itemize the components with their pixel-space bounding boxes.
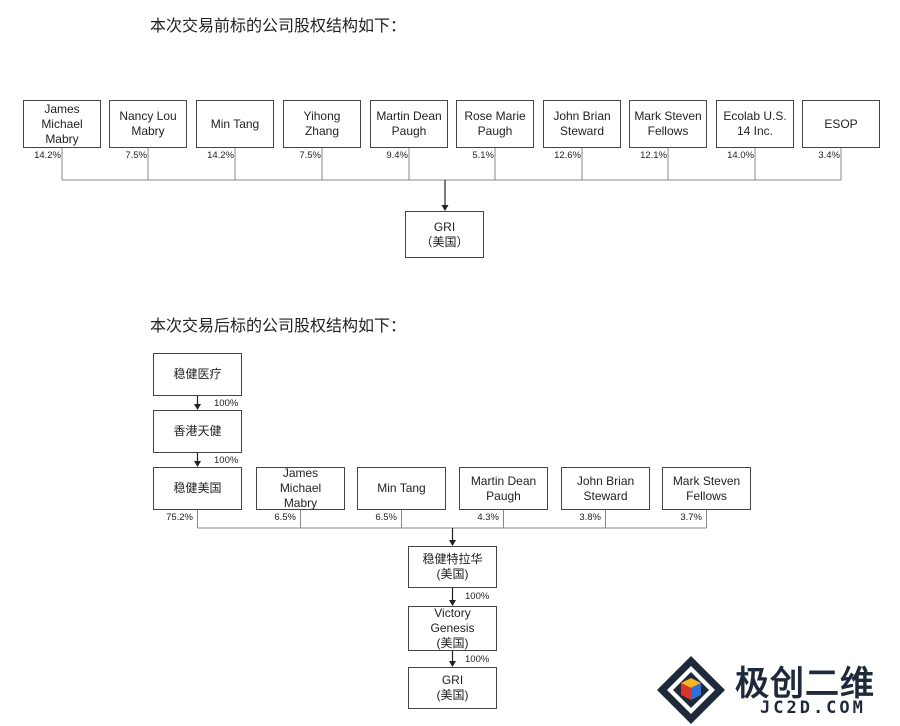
shareholder-box: 稳健美国 xyxy=(153,467,242,510)
shareholder-box: Nancy Lou Mabry xyxy=(109,100,187,148)
shareholder-box: Martin Dean Paugh xyxy=(459,467,548,510)
shareholding-pct: 7.5% xyxy=(125,150,147,161)
subsidiary-box: Victory Genesis (美国) xyxy=(408,606,497,651)
ownership-pct: 100% xyxy=(465,654,490,665)
shareholder-box: John Brian Steward xyxy=(543,100,621,148)
shareholding-pct: 75.2% xyxy=(166,512,193,523)
ownership-pct: 100% xyxy=(465,591,490,602)
arrow-head-icon xyxy=(449,540,456,546)
after-heading: 本次交易后标的公司股权结构如下： xyxy=(150,316,407,335)
shareholding-pct: 3.8% xyxy=(579,512,601,523)
before-heading: 本次交易前标的公司股权结构如下： xyxy=(150,16,407,35)
shareholder-box: Mark Steven Fellows xyxy=(629,100,707,148)
arrow-head-icon xyxy=(449,661,456,667)
shareholding-pct: 6.5% xyxy=(375,512,397,523)
shareholder-box: James Michael Mabry xyxy=(23,100,101,148)
shareholder-box: Min Tang xyxy=(196,100,274,148)
shareholding-pct: 7.5% xyxy=(299,150,321,161)
before-target-company: GRI （美国） xyxy=(405,211,484,258)
shareholding-pct: 6.5% xyxy=(274,512,296,523)
parent-company-box: 香港天健 xyxy=(153,410,242,453)
shareholder-box: James Michael Mabry xyxy=(256,466,345,510)
shareholding-pct: 9.4% xyxy=(386,150,408,161)
shareholder-box: Min Tang xyxy=(357,467,446,510)
shareholder-box: Ecolab U.S. 14 Inc. xyxy=(716,100,794,148)
subsidiary-box: 稳健特拉华 (美国) xyxy=(408,546,497,588)
arrow-head-icon xyxy=(449,600,456,606)
shareholding-pct: 14.2% xyxy=(207,150,234,161)
watermark-logo-text: 极创二维 xyxy=(735,664,875,704)
shareholder-box: Mark Steven Fellows xyxy=(662,467,751,510)
shareholding-pct: 3.7% xyxy=(680,512,702,523)
shareholding-pct: 12.6% xyxy=(554,150,581,161)
ownership-pct: 100% xyxy=(214,398,239,409)
shareholder-box: ESOP xyxy=(802,100,880,148)
shareholding-pct: 14.0% xyxy=(727,150,754,161)
shareholder-box: Martin Dean Paugh xyxy=(370,100,448,148)
logo-icon xyxy=(657,656,725,724)
arrow-head-icon xyxy=(441,205,449,211)
subsidiary-box: GRI (美国) xyxy=(408,667,497,709)
shareholder-box: John Brian Steward xyxy=(561,467,650,510)
shareholder-box: Rose Marie Paugh xyxy=(456,100,534,148)
shareholding-pct: 4.3% xyxy=(477,512,499,523)
ownership-pct: 100% xyxy=(214,455,239,466)
shareholding-pct: 14.2% xyxy=(34,150,61,161)
arrow-head-icon xyxy=(194,461,201,467)
shareholding-pct: 3.4% xyxy=(818,150,840,161)
watermark-logo-sub: JC2D.COM xyxy=(760,698,866,718)
arrow-head-icon xyxy=(194,404,201,410)
parent-company-box: 稳健医疗 xyxy=(153,353,242,396)
shareholder-box: Yihong Zhang xyxy=(283,100,361,148)
shareholding-pct: 12.1% xyxy=(640,150,667,161)
shareholding-pct: 5.1% xyxy=(472,150,494,161)
